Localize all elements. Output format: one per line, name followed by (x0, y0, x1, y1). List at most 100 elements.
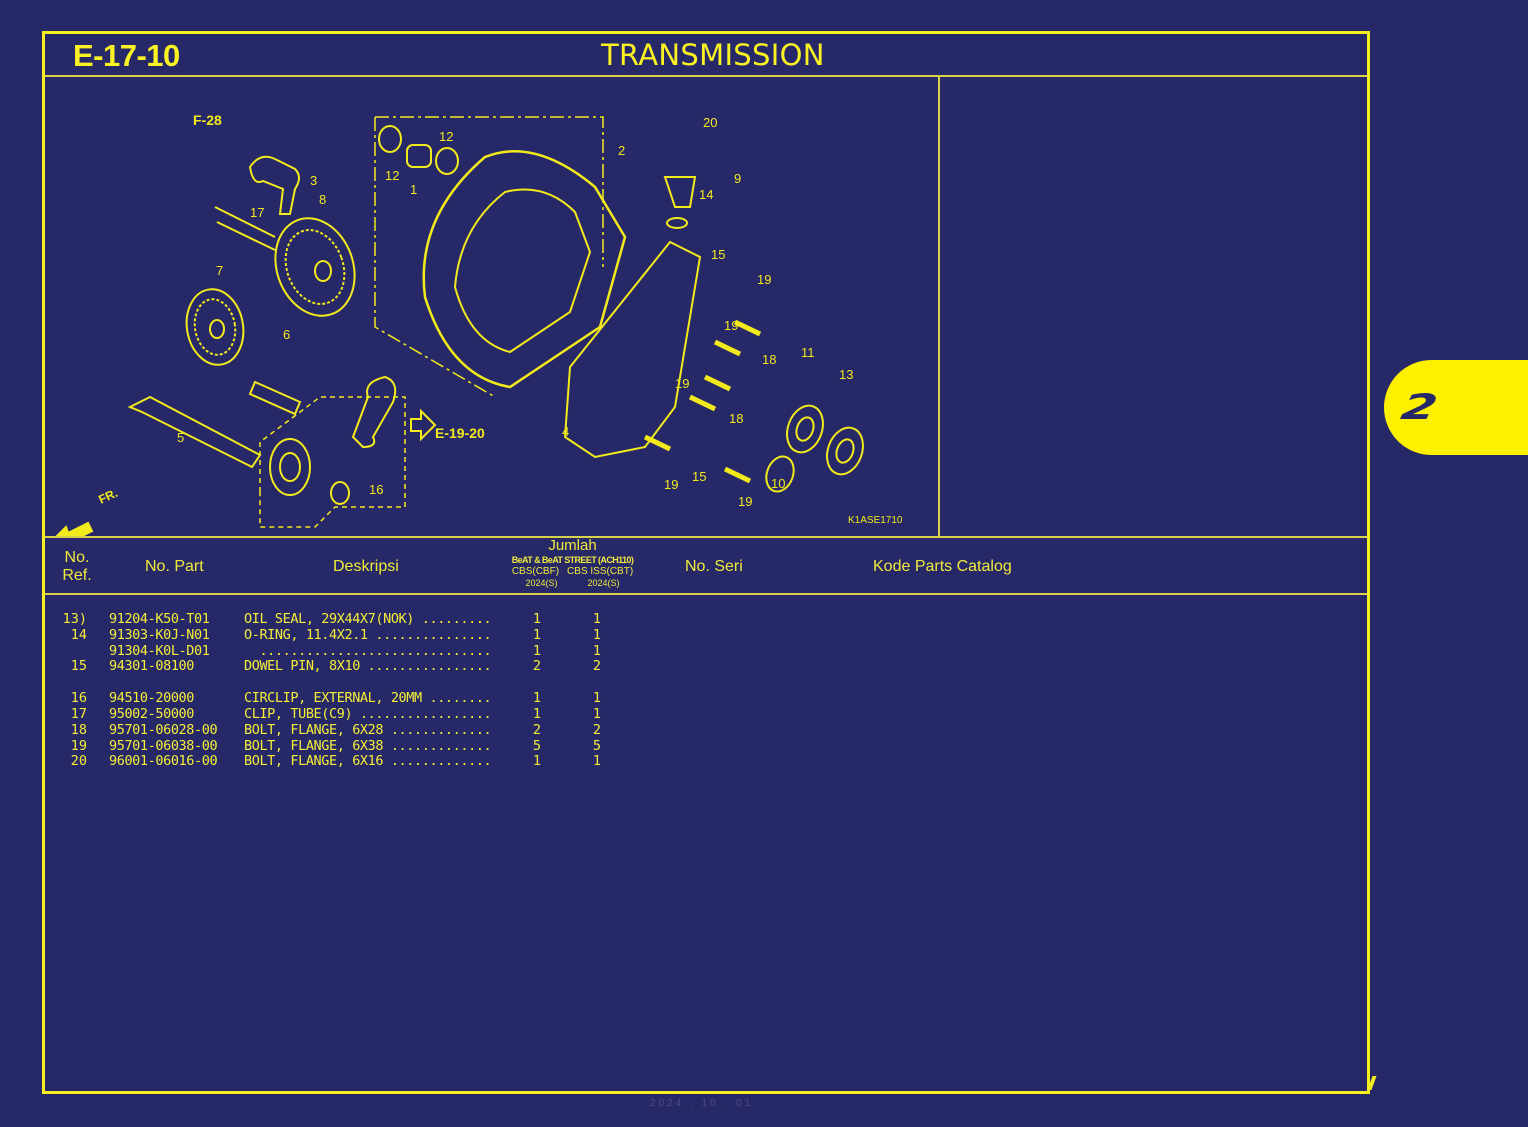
svg-text:19: 19 (757, 272, 771, 287)
svg-text:19: 19 (724, 318, 738, 333)
cell-description: DOWEL PIN, 8X10 ................ (244, 658, 492, 675)
footer-faint-text: 2024 . 10 . 01 (650, 1098, 754, 1109)
blank-panel (940, 77, 1367, 536)
header-catalog-code: Kode Parts Catalog (873, 558, 1012, 575)
header-description: Deskripsi (333, 558, 399, 575)
svg-text:FR.: FR. (96, 486, 119, 507)
parts-table-header: No. Ref. No. Part Deskripsi Jumlah BeAT … (45, 536, 1367, 595)
o-ring-part-14 (666, 217, 688, 229)
svg-text:17: 17 (250, 205, 264, 220)
cell-qty-cbs-iss: 2 (592, 721, 602, 738)
svg-text:3: 3 (310, 173, 317, 188)
cell-qty-cbs-iss: 5 (592, 737, 602, 754)
table-row: 14 91303-K0J-N01 O-RING, 11.4X2.1 ......… (45, 626, 1367, 644)
cell-qty-cbs-iss: 1 (592, 626, 602, 643)
svg-text:7: 7 (216, 263, 223, 278)
oil-seal-part-12b (435, 147, 459, 175)
table-row: 19 95701-06038-00 BOLT, FLANGE, 6X38 ...… (45, 737, 1367, 755)
svg-text:14: 14 (699, 187, 713, 202)
cell-description: BOLT, FLANGE, 6X16 ............. (244, 753, 492, 770)
table-row: 15 94301-08100 DOWEL PIN, 8X10 .........… (45, 659, 1367, 675)
exploded-parts-diagram: F-28 3 17 8 7 6 5 16 E-19-20 12 12 1 2 2… (45, 77, 940, 536)
diagram-illustration: F-28 3 17 8 7 6 5 16 E-19-20 12 12 1 2 2… (55, 112, 903, 536)
cell-qty-cbs: 2 (532, 658, 542, 675)
cell-qty-cbs-iss: 1 (592, 705, 602, 722)
reference-arrow (410, 408, 437, 442)
cell-part-number: 95002-50000 (109, 705, 195, 722)
tube-part-3 (248, 155, 300, 215)
header-qty-columns: CBS(CBF) CBS ISS(CBT) (500, 566, 645, 578)
table-row: 17 95002-50000 CLIP, TUBE(C9) ..........… (45, 705, 1367, 723)
svg-text:19: 19 (675, 376, 689, 391)
cell-qty-cbs-iss: 1 (592, 642, 602, 659)
oil-seal-part-13 (826, 426, 864, 476)
cell-part-number: 91304-K0L-D01 (109, 642, 210, 659)
cell-ref: 15 (70, 658, 87, 675)
svg-text:12: 12 (439, 129, 453, 144)
bearing-part-10 (765, 455, 795, 493)
table-row: 13) 91204-K50-T01 OIL SEAL, 29X44X7(NOK)… (45, 611, 1367, 628)
cell-ref: 19 (70, 737, 87, 754)
svg-text:4: 4 (562, 424, 569, 439)
section-tab-number: 2 (1397, 386, 1442, 428)
svg-text:13: 13 (839, 367, 853, 382)
cell-qty-cbs: 2 (532, 721, 542, 738)
cell-ref: 18 (70, 721, 87, 738)
cell-description: OIL SEAL, 29X44X7(NOK) ......... (244, 611, 492, 627)
shaft-part-5 (127, 395, 262, 469)
svg-text:10: 10 (771, 476, 785, 491)
header-part-number: No. Part (145, 558, 204, 575)
cell-part-number: 94301-08100 (109, 658, 195, 675)
table-row: 20 96001-06016-00 BOLT, FLANGE, 6X16 ...… (45, 754, 1367, 770)
svg-text:5: 5 (177, 430, 184, 445)
collar-part-1 (406, 144, 432, 168)
gear-part-8 (274, 217, 356, 317)
page-code: E-17-10 (73, 38, 180, 73)
cell-description: BOLT, FLANGE, 6X38 ............. (244, 737, 492, 754)
circlip-part-16 (330, 481, 350, 505)
crankcase-cover-part-2 (422, 150, 627, 389)
cell-ref: 17 (70, 705, 87, 722)
cell-qty-cbs: 5 (532, 737, 542, 754)
svg-text:9: 9 (734, 171, 741, 186)
svg-text:6: 6 (283, 327, 290, 342)
svg-text:8: 8 (319, 192, 326, 207)
gasket-part-4 (563, 240, 702, 459)
header-qty-title: Jumlah (548, 537, 597, 554)
header-ref-line2: Ref. (62, 567, 92, 584)
cell-qty-cbs: 1 (532, 753, 542, 770)
cell-part-number: 91303-K0J-N01 (109, 626, 210, 643)
svg-text:16: 16 (369, 482, 383, 497)
cell-description: CIRCLIP, EXTERNAL, 20MM ........ (244, 690, 492, 707)
svg-text:15: 15 (692, 469, 706, 484)
pinion-part-6 (248, 380, 302, 416)
header-qty-model: BeAT & BeAT STREET (ACH110) (511, 555, 634, 565)
cell-description: .............................. (244, 642, 492, 659)
cell-description: BOLT, FLANGE, 6X28 ............. (244, 721, 492, 738)
cell-part-number: 95701-06038-00 (109, 737, 218, 754)
cell-qty-cbs-iss: 1 (592, 753, 602, 770)
header-ref-line1: No. (64, 549, 90, 566)
svg-text:18: 18 (762, 352, 776, 367)
cell-part-number: 95701-06028-00 (109, 721, 218, 738)
header-qty-col2: CBS ISS(CBT) (567, 566, 634, 577)
header-qty-years: 2024(S) 2024(S) (500, 578, 645, 589)
cell-part-number: 91204-K50-T01 (109, 611, 210, 627)
header-qty-col1-year: 2024(S) (525, 578, 558, 588)
section-tab[interactable]: 2 (1384, 360, 1528, 455)
svg-text:18: 18 (729, 411, 743, 426)
cell-qty-cbs-iss: 1 (592, 690, 602, 707)
parts-page-frame: E-17-10 TRANSMISSION (42, 31, 1370, 1094)
table-row: 16 94510-20000 CIRCLIP, EXTERNAL, 20MM .… (45, 690, 1367, 707)
gear-part-7 (185, 288, 245, 366)
svg-text:1: 1 (410, 182, 417, 197)
svg-text:15: 15 (711, 247, 725, 262)
svg-text:F-28: F-28 (193, 112, 222, 128)
sensor-part-9 (663, 176, 697, 208)
header-ref: No. Ref. (59, 549, 95, 585)
cell-part-number: 94510-20000 (109, 690, 195, 707)
cell-qty-cbs-iss: 1 (592, 611, 602, 627)
oil-seal-part-11 (786, 404, 824, 454)
svg-text:19: 19 (664, 477, 678, 492)
header-serial-number: No. Seri (685, 558, 743, 575)
